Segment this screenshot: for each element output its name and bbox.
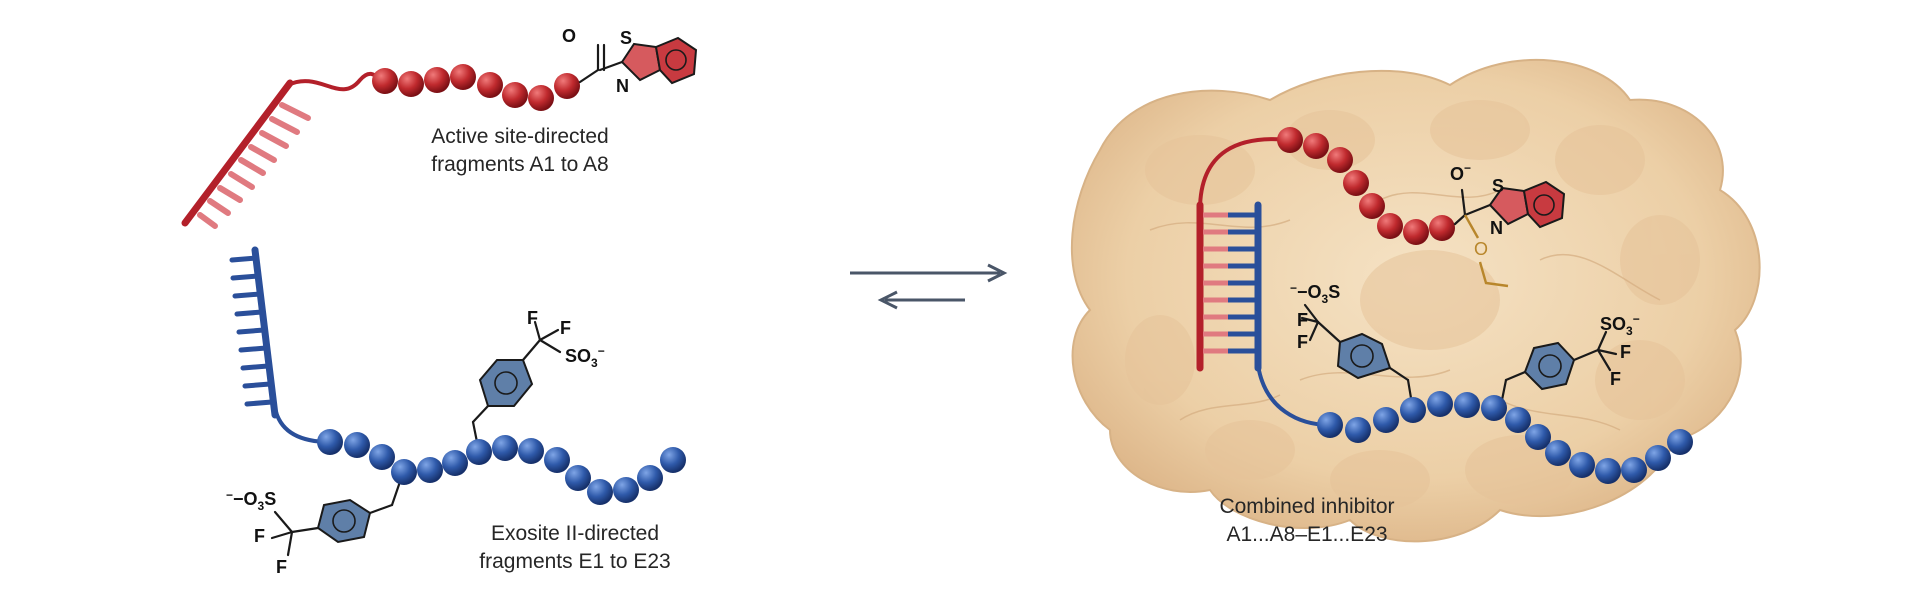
bound-left-fluorine-2: F [1297, 332, 1308, 352]
bound-left-fluorine-1: F [1297, 310, 1308, 330]
serine-oxygen-label: O [1474, 239, 1488, 259]
exosite-fragments-label-line1: Exosite II-directed [491, 522, 659, 545]
red-linker [1198, 137, 1291, 211]
active-bead-chain [372, 64, 580, 111]
lower-fluorine-1: F [254, 526, 265, 546]
upper-sulfonate: SO3− [565, 344, 605, 370]
bound-right-fluorine-2: F [1610, 369, 1621, 389]
bound-right-sulfonate: SO3− [1600, 312, 1640, 338]
thiazole-sulfur-label: S [620, 28, 632, 48]
active-site-fragment: O S N Active site-directed fragments A1 … [181, 26, 698, 229]
lower-sulfonate: −−O3S [226, 488, 276, 513]
exosite-fragments-label-line2: fragments E1 to E23 [479, 550, 670, 573]
benzo-ring [654, 36, 698, 85]
active-dna-strand [181, 79, 294, 227]
dna-duplex [1196, 201, 1262, 372]
exosite-bead-chain [317, 429, 686, 505]
equilibrium-arrows [850, 263, 1008, 310]
lower-aryl-triflyl-group: −−O3S F F [226, 488, 372, 577]
oxyanion-label: O− [1450, 161, 1471, 184]
lower-fluorine-2: F [276, 557, 287, 577]
bound-active-bead-chain [1277, 127, 1455, 245]
bound-sulfur-label: S [1492, 176, 1504, 196]
bound-right-fluorine-1: F [1620, 342, 1631, 362]
upper-phenyl-ring [478, 359, 534, 407]
bound-benzo-ring [1522, 180, 1566, 229]
serine-linker [1478, 261, 1509, 288]
upper-aryl-triflyl-group: F F SO3− [478, 308, 605, 407]
bound-right-aryl-group: SO3− F F [1523, 312, 1640, 391]
combined-inhibitor-label-line1: Combined inhibitor [1219, 495, 1394, 518]
bound-left-sulfonate: −−O3S [1290, 281, 1340, 306]
lower-phenyl-ring [316, 498, 372, 544]
active-linker [287, 71, 386, 92]
combined-inhibitor: O− O S N [1196, 127, 1693, 546]
active-fragments-label-line1: Active site-directed [431, 125, 608, 148]
upper-fluorine-1: F [527, 308, 538, 328]
exosite-dna-teeth [229, 255, 275, 407]
active-dna-teeth [197, 102, 311, 229]
active-fragments-label-line2: fragments A1 to A8 [431, 153, 608, 176]
hemiketal-adduct: O− O S N [1450, 161, 1566, 288]
reverse-arrow-head [877, 290, 898, 310]
carbonyl-oxygen-label: O [562, 26, 576, 46]
bound-exosite-bead-chain [1317, 391, 1693, 484]
ketobenzothiazole-warhead: O S N [562, 26, 698, 96]
forward-arrow-head [987, 263, 1008, 283]
upper-fluorine-2: F [560, 318, 571, 338]
bound-left-aryl-group: −−O3S F F [1290, 281, 1392, 380]
combined-inhibitor-label-line2: A1...A8–E1...E23 [1226, 523, 1387, 546]
exosite-fragment: F F SO3− −−O3S F F Exosite II-directed f… [226, 246, 686, 577]
protein-surface [1070, 59, 1761, 543]
thiazole-ring [620, 42, 662, 82]
bound-nitrogen-label: N [1490, 218, 1503, 238]
thiazole-nitrogen-label: N [616, 76, 629, 96]
